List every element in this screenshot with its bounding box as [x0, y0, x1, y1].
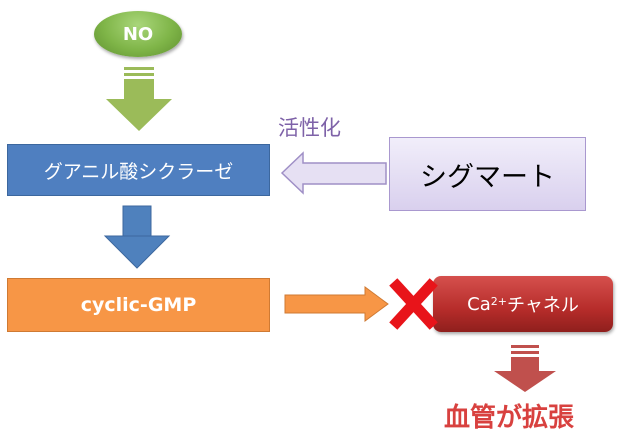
cgmp-box: cyclic-GMP [7, 278, 270, 332]
vasodilation-label: 血管が拡張 [444, 403, 575, 433]
ca-channel-prefix: Ca [467, 293, 491, 315]
ca-channel-charge: 2+ [490, 294, 507, 308]
no-node: NO [94, 11, 182, 57]
activation-label: 活性化 [278, 116, 341, 140]
purple-left-arrow [280, 151, 387, 195]
red-down-arrow [494, 345, 556, 392]
green-down-arrow [106, 67, 172, 131]
sigmart-box: シグマート [389, 137, 586, 211]
blue-down-arrow [103, 205, 171, 269]
orange-right-arrow [284, 286, 389, 322]
ca-channel-suffix: チャネル [507, 295, 579, 316]
guanylate-cyclase-box: グアニル酸シクラーゼ [7, 144, 270, 196]
